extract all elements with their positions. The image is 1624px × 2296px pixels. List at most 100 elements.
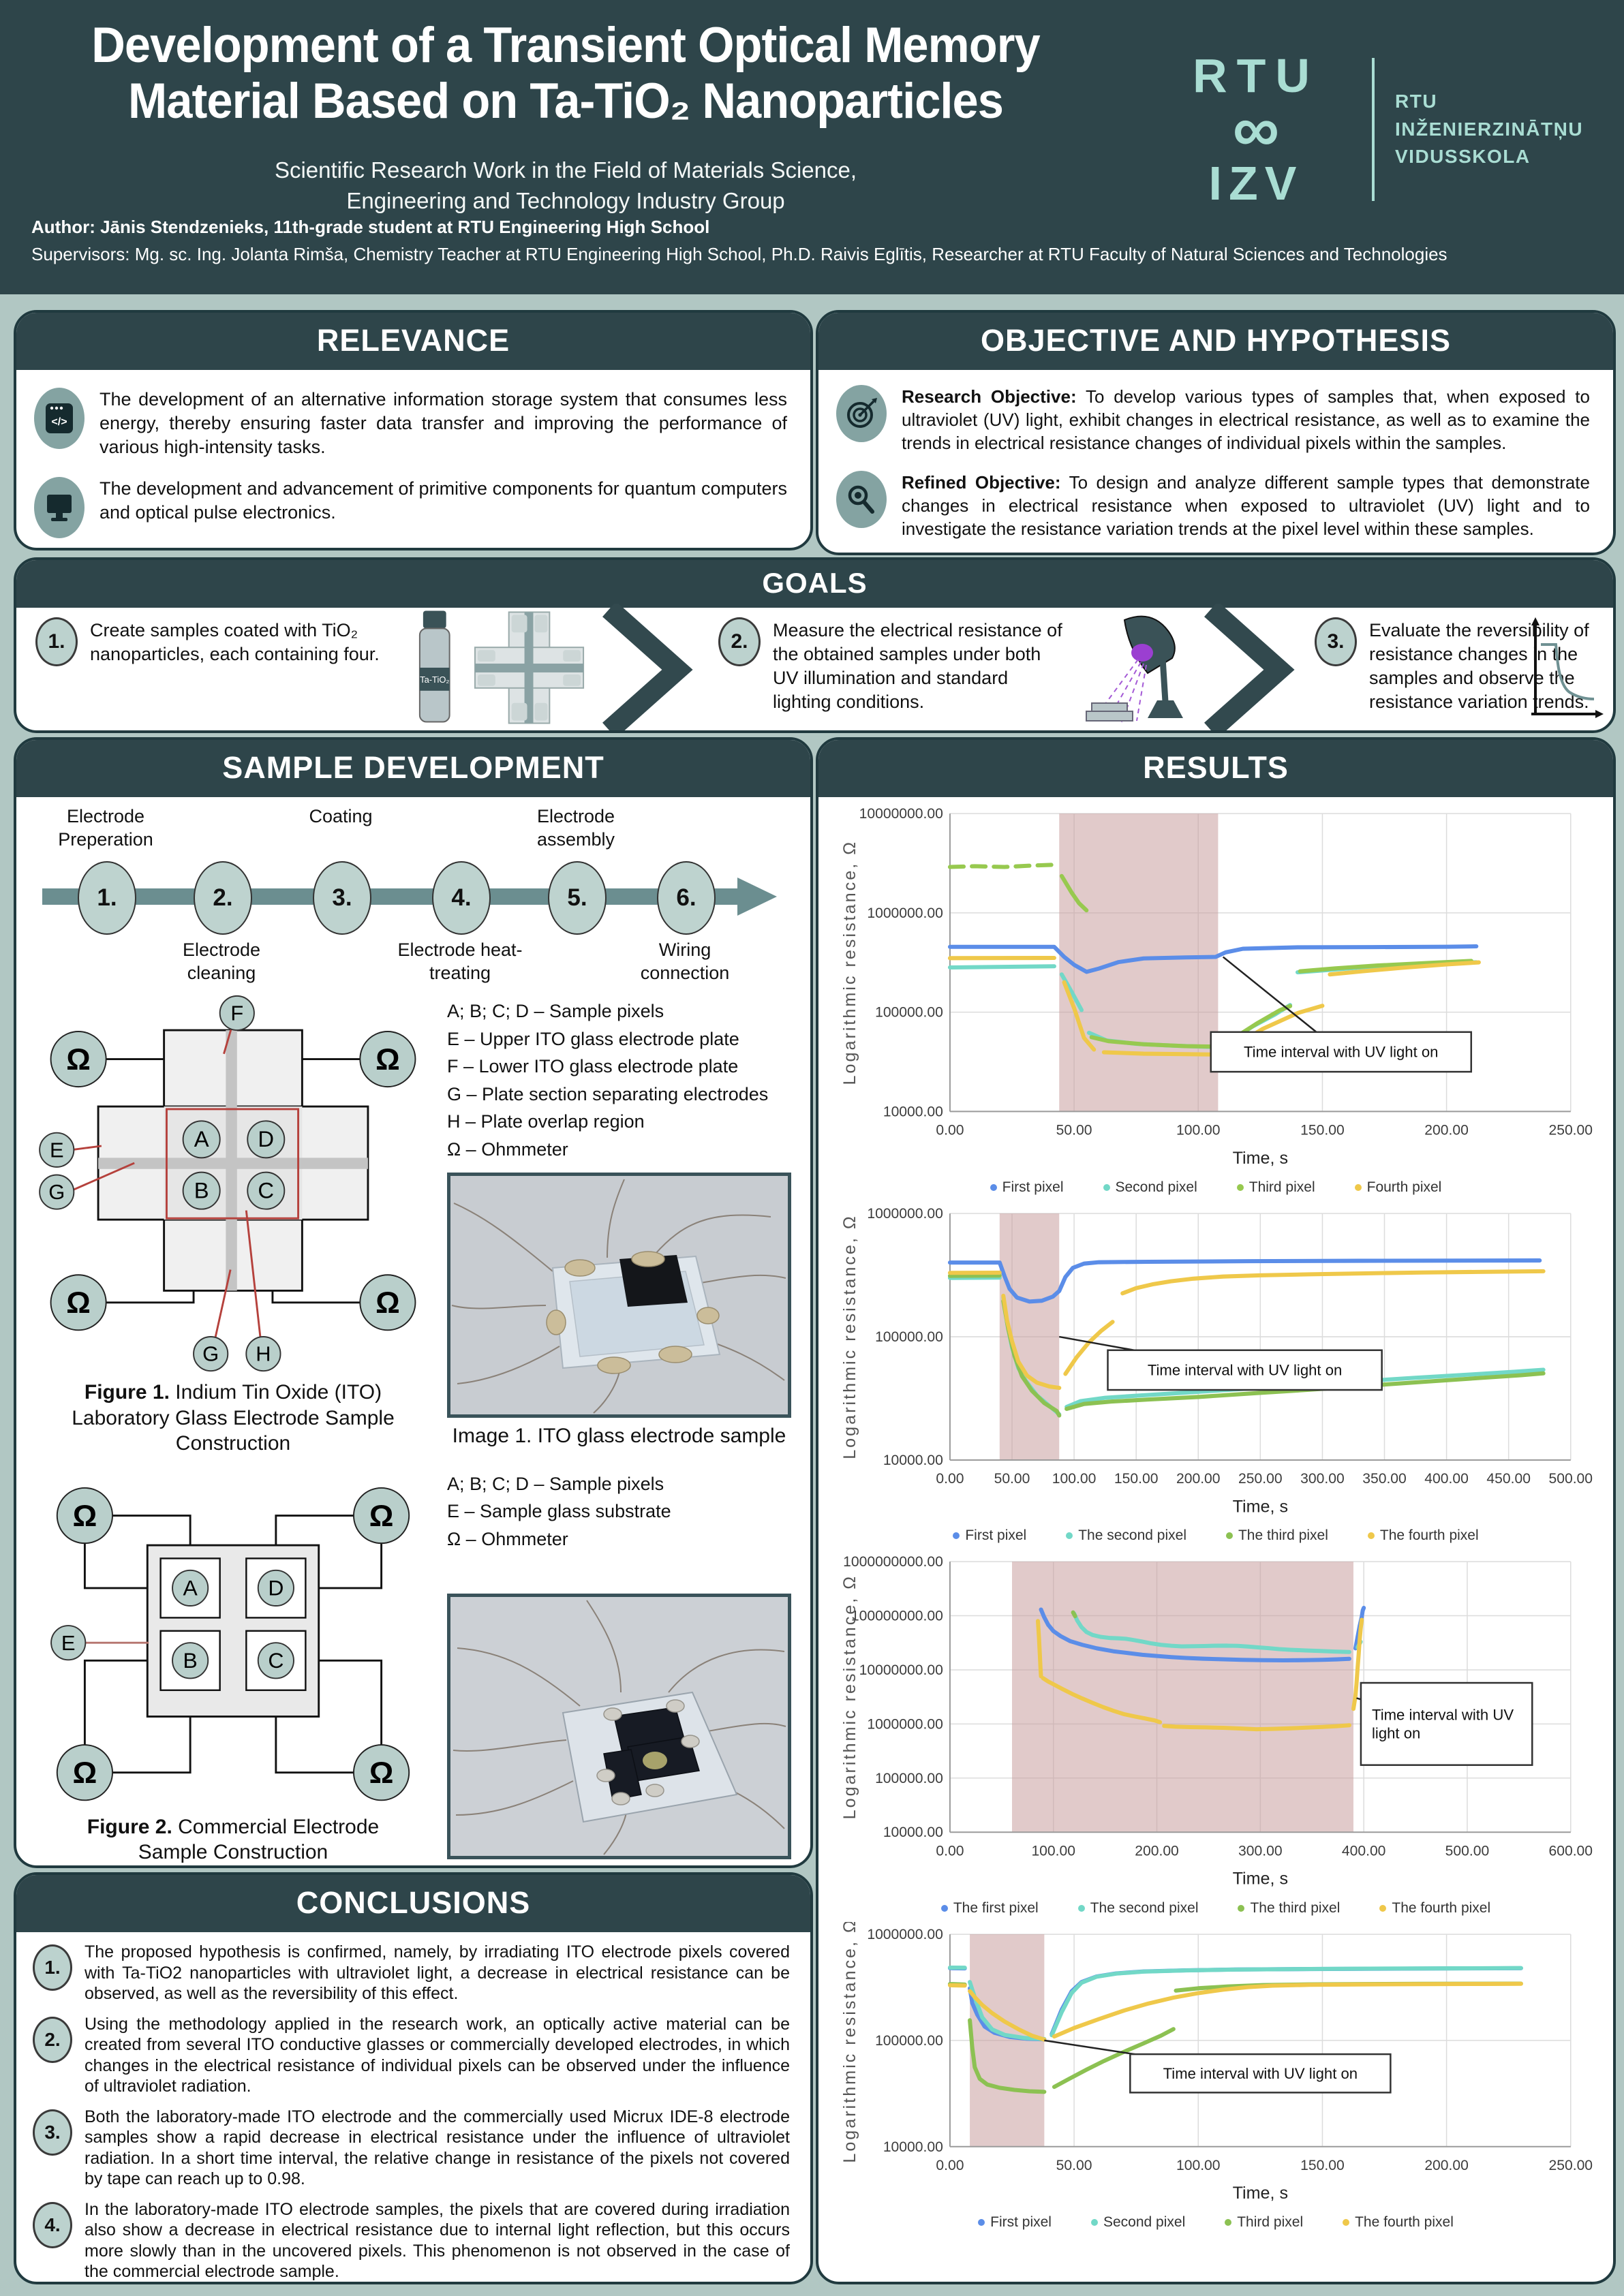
objective-item-1-text: Research Objective: To develop various t…	[902, 385, 1590, 454]
legend-item: The fourth pixel	[1367, 1527, 1479, 1544]
legend-dot-icon	[1236, 1183, 1244, 1191]
conclusion-1: 1. The proposed hypothesis is confirmed,…	[33, 1942, 790, 2004]
timeline-step-3: 3.	[313, 861, 371, 935]
svg-text:10000.00: 10000.00	[883, 1825, 943, 1841]
svg-text:100.00: 100.00	[1052, 1471, 1097, 1487]
legend-item: First pixel	[953, 1527, 1026, 1544]
conclusion-1-text: The proposed hypothesis is confirmed, na…	[85, 1942, 790, 2003]
timeline-step-5: 5.	[548, 861, 607, 935]
pixel-a-label: A	[194, 1126, 209, 1151]
legend-dot-icon	[1238, 1905, 1245, 1912]
svg-text:Time, s: Time, s	[1233, 1497, 1288, 1516]
figure-1-caption-bold: Figure 1.	[84, 1381, 170, 1403]
timeline-label-3: Coating	[309, 806, 373, 826]
conclusions-title: CONCLUSIONS	[16, 1875, 810, 1932]
svg-text:Time interval with UV light on: Time interval with UV light on	[1148, 1361, 1342, 1378]
figure-1-caption: Figure 1. Indium Tin Oxide (ITO) Laborat…	[56, 1380, 410, 1457]
svg-text:1000000.00: 1000000.00	[867, 1927, 943, 1942]
legend-label: Third pixel	[1248, 1179, 1315, 1195]
goal-2-number: 2.	[718, 617, 761, 666]
legend-label: Third pixel	[1237, 2214, 1304, 2231]
legend-label: Second pixel	[1115, 1179, 1197, 1195]
svg-text:10000000.00: 10000000.00	[859, 1662, 943, 1678]
image-2-caption: Image 2. Commercial Micrux IDE-8 electro…	[447, 1865, 791, 1868]
goal-1: 1. Create samples coated with TiO₂ nanop…	[35, 608, 587, 730]
legend-line: A; B; C; D – Sample pixels	[447, 1001, 664, 1021]
ohmmeter-symbol: Ω	[73, 1756, 97, 1790]
pixel-d-label: D	[258, 1126, 274, 1151]
svg-text:200.00: 200.00	[1424, 2158, 1469, 2173]
objective-item-2-body: To design and analyze different sample t…	[902, 472, 1590, 540]
ohmmeter-symbol: Ω	[66, 1043, 91, 1076]
legend-line: E – Sample glass substrate	[447, 1501, 671, 1521]
infinity-icon: ∞	[1232, 93, 1280, 166]
legend-dot-icon	[978, 2219, 985, 2227]
ohmmeter-symbol: Ω	[369, 1756, 394, 1790]
svg-text:200.00: 200.00	[1424, 1123, 1469, 1138]
legend-dot-icon	[1077, 1905, 1085, 1912]
timeline-label-6: Wiring connection	[640, 940, 730, 983]
rtu-izv-logo: RTU ∞ IZV RTU INŽENIERZINĀTŅU VIDUSSKOLA	[1161, 20, 1597, 238]
svg-text:100000.00: 100000.00	[875, 1771, 943, 1786]
svg-text:100000000.00: 100000000.00	[851, 1609, 943, 1624]
legend-dot-icon	[990, 1183, 997, 1191]
svg-text:0.00: 0.00	[936, 1844, 964, 1859]
goal-2-text: Measure the electrical resistance of the…	[773, 620, 1062, 713]
svg-text:Logarithmic resistance, Ω: Logarithmic resistance, Ω	[840, 1574, 859, 1820]
ito-sample-photo	[447, 1173, 791, 1418]
legend-line: E – Upper ITO glass electrode plate	[447, 1028, 739, 1049]
timeline-label-2: Electrode cleaning	[182, 940, 261, 983]
subtitle: Scientific Research Work in the Field of…	[164, 155, 968, 216]
timeline-step-4: 4.	[432, 861, 491, 935]
label-e: E	[61, 1630, 76, 1654]
subtitle-line-1: Scientific Research Work in the Field of…	[274, 157, 857, 183]
legend-dot-icon	[1225, 1532, 1233, 1540]
objective-card: OBJECTIVE AND HYPOTHESIS Research Object…	[816, 310, 1616, 555]
timeline-step-1: 1.	[78, 861, 136, 935]
org-line-3: VIDUSSKOLA	[1395, 146, 1531, 168]
legend-dot-icon	[1354, 1183, 1362, 1191]
results-title: RESULTS	[818, 740, 1613, 797]
legend-item: Third pixel	[1225, 2214, 1303, 2231]
svg-text:50.00: 50.00	[1056, 1123, 1092, 1138]
svg-text:250.00: 250.00	[1548, 1123, 1593, 1138]
legend-item: The fourth pixel	[1343, 2214, 1454, 2231]
conclusion-3-text: Both the laboratory-made ITO electrode a…	[85, 2107, 790, 2189]
figure-2-caption-bold: Figure 2.	[87, 1815, 172, 1838]
label-g: G	[202, 1342, 219, 1366]
svg-text:300.00: 300.00	[1300, 1471, 1345, 1487]
legend-label: The fourth pixel	[1355, 2214, 1454, 2231]
conclusions-card: CONCLUSIONS 1. The proposed hypothesis i…	[14, 1872, 813, 2284]
legend-label: The third pixel	[1238, 1527, 1328, 1544]
pixel-c-label: C	[258, 1177, 274, 1203]
svg-text:Logarithmic resistance, Ω: Logarithmic resistance, Ω	[840, 840, 859, 1085]
logo-izv-text: IZV	[1208, 156, 1304, 210]
timeline-arrow	[42, 878, 777, 916]
label-h: H	[256, 1342, 271, 1366]
svg-text:0.00: 0.00	[936, 1471, 964, 1487]
svg-text:Logarithmic resistance, Ω: Logarithmic resistance, Ω	[840, 1922, 859, 2163]
label-e: E	[50, 1138, 64, 1162]
svg-text:1000000.00: 1000000.00	[867, 1717, 943, 1733]
legend-item: First pixel	[990, 1179, 1064, 1196]
svg-text:1000000.00: 1000000.00	[867, 905, 943, 921]
svg-text:Time, s: Time, s	[1233, 1870, 1288, 1889]
chevron-right-icon	[1204, 604, 1295, 730]
cross-sample-icon	[474, 611, 585, 724]
legend-line: H – Plate overlap region	[447, 1111, 645, 1132]
figure-2-block: A D B C Ω Ω Ω Ω E Fi	[29, 1466, 798, 1868]
svg-text:Time interval with UV light on: Time interval with UV light on	[1244, 1043, 1438, 1060]
svg-text:Time interval with UV light on: Time interval with UV light on	[1163, 2065, 1358, 2082]
legend-item: Second pixel	[1103, 1179, 1197, 1196]
org-line-2: INŽENIERZINĀTŅU	[1395, 118, 1584, 140]
timeline-step-6: 6.	[657, 861, 716, 935]
relevance-item-2: The development and advancement of primi…	[34, 477, 787, 539]
legend-dot-icon	[1066, 1532, 1073, 1540]
legend-dot-icon	[1090, 2219, 1098, 2227]
goal-1-number: 1.	[35, 617, 78, 666]
legend-label: The first pixel	[953, 1900, 1039, 1917]
